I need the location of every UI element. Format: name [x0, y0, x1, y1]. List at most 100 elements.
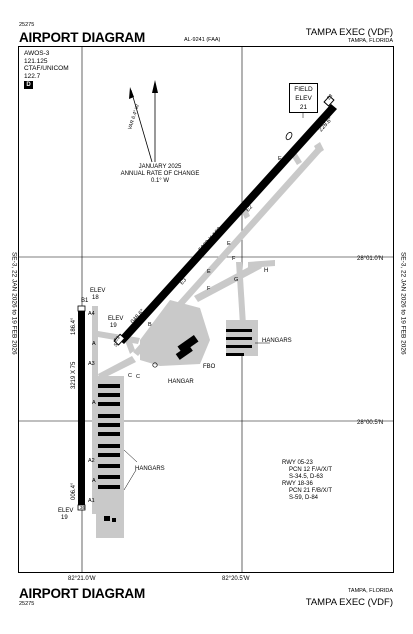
taxiway-a2-label: A2 [88, 458, 95, 464]
pavement-05-23-weight: S-34.5, D-63 [289, 474, 324, 480]
comms-awos-freq: 121.125 [24, 57, 48, 65]
page-title: AIRPORT DIAGRAM [19, 30, 145, 45]
windsock-icon [152, 131, 293, 368]
magnetic-date: JANUARY 2025 [139, 164, 182, 170]
taxiway-e3-label: E3 [179, 277, 188, 286]
north-arrow-icon [129, 80, 158, 163]
elev-36-value: 19 [61, 515, 68, 521]
elev-18-value: 18 [92, 295, 99, 301]
airport-name-top: TAMPA EXEC (VDF) [305, 27, 393, 38]
taxiway-e-label: E [243, 203, 247, 209]
lon-west-label: 82°21.0'W [68, 576, 96, 582]
field-elev-line1: FIELD [294, 86, 313, 93]
doc-number-bottom: 25275 [19, 601, 35, 607]
taxiway-c-label: C [128, 373, 132, 379]
pavement-18-36-weight: S-59, D-84 [289, 495, 319, 501]
runway-05-23-dims: 5000 X 100 [198, 226, 223, 253]
field-elev-value: 21 [299, 104, 308, 111]
doc-number-top: 25275 [19, 22, 35, 28]
comms-ctaf: CTAF/UNICOM [24, 65, 69, 72]
buildings [98, 329, 252, 522]
comms-ctaf-freq: 122.7 [24, 72, 41, 80]
procedure-id: AL-9241 (FAA) [184, 37, 221, 43]
hangar-row [98, 384, 120, 388]
pavement-18-36-title: RWY 18-36 [282, 481, 313, 487]
magnetic-rate-label: ANNUAL RATE OF CHANGE [121, 171, 200, 177]
pavement-18-36-pcn: PCN 21 F/B/X/T [289, 488, 332, 494]
hangar-row [98, 475, 120, 479]
location-top: TAMPA, FLORIDA [347, 38, 393, 44]
taxiway-e1-label: E1 [113, 335, 122, 344]
elev-05-value: 19 [110, 323, 117, 329]
hangar-row [104, 516, 110, 521]
beacon-icon: D [24, 81, 33, 89]
pavement-05-23-pcn: PCN 12 F/A/X/T [289, 467, 332, 473]
pavement-05-23-title: RWY 05-23 [282, 460, 313, 466]
field-elevation-box: FIELD ELEV 21 [289, 83, 318, 113]
beacon-star-icon [152, 362, 158, 368]
elev-36-label: ELEV [58, 508, 73, 514]
taxiway-b-label: B [148, 322, 152, 328]
taxiway-a-label: A [92, 341, 96, 347]
taxiway-e-label-2: E [227, 241, 231, 247]
hangar-row [226, 329, 252, 332]
fbo-label: FBO [203, 364, 216, 370]
runway-36-heading: 006.4° [71, 482, 77, 500]
taxiway-e-label-4: E [278, 156, 282, 162]
hangars-south-label: HANGARS [135, 466, 165, 472]
hangars-east-label: HANGARS [262, 338, 292, 344]
comms-block: AWOS-3 121.125 CTAF/UNICOM 122.7 D [24, 50, 84, 89]
elev-05-label: ELEV [108, 316, 123, 322]
hangar-row [98, 464, 120, 468]
taxiway-g-label: G [234, 277, 238, 283]
runway-18-end: 18 [80, 310, 86, 315]
taxiway-a3-label: A3 [88, 361, 95, 367]
taxiway-h-label: H [264, 268, 268, 274]
hangar-row [98, 485, 120, 489]
hangar-row [98, 393, 120, 397]
hangar-row [112, 518, 116, 522]
taxiway-pavement [92, 142, 324, 538]
comms-awos: AWOS-3 [24, 50, 50, 57]
runway-36-end: 36 [80, 505, 86, 510]
runway-23-end: 23 [326, 93, 334, 101]
taxiway-a-label-2: A [92, 400, 96, 406]
airport-name-bottom: TAMPA EXEC (VDF) [305, 597, 393, 608]
taxiway-f-label-2: F [207, 286, 211, 292]
diagram-frame [18, 46, 394, 573]
hangar-row [98, 444, 120, 448]
hangar-row [226, 353, 244, 356]
runway-18-36-dims: 3219 X 75 [71, 361, 77, 389]
hangar-building [175, 344, 193, 360]
taxiway-a4-label: A4 [88, 311, 95, 317]
runway-18-36 [77, 305, 86, 511]
elev-18-label: ELEV [90, 288, 105, 294]
hangar-label: HANGAR [168, 379, 194, 385]
page-title-bottom: AIRPORT DIAGRAM [19, 586, 145, 601]
taxiway-a1-label: A1 [88, 498, 95, 504]
fbo-building [177, 334, 199, 354]
runway-05-end: 5 [113, 342, 119, 348]
hangar-row [226, 345, 252, 348]
taxiway-a-label-3: A [92, 478, 96, 484]
hangar-row [98, 432, 120, 436]
runway-05-23 [113, 95, 337, 346]
taxiway-c-label-2: C [136, 374, 140, 380]
location-bottom: TAMPA, FLORIDA [347, 588, 393, 594]
lat-south-label: 28°00.5'N [357, 420, 383, 426]
magnetic-rate-value: 0.1° W [151, 178, 169, 184]
hangar-row [98, 414, 120, 418]
hangar-row [98, 402, 120, 406]
taxiway-d-label: D [295, 145, 302, 152]
taxiway-e-label-3: E [207, 269, 211, 275]
leader-lines [123, 113, 304, 491]
hangar-row [226, 337, 252, 340]
hangar-row [98, 423, 120, 427]
taxiway-e2-label: E2 [245, 204, 254, 213]
lon-east-label: 82°20.5'W [222, 576, 250, 582]
field-elev-line2: ELEV [295, 95, 312, 102]
lat-north-label: 28°01.0'N [357, 256, 383, 262]
taxiway-b1-label: B1 [81, 298, 89, 304]
runway-18-heading: 186.4° [71, 317, 77, 335]
